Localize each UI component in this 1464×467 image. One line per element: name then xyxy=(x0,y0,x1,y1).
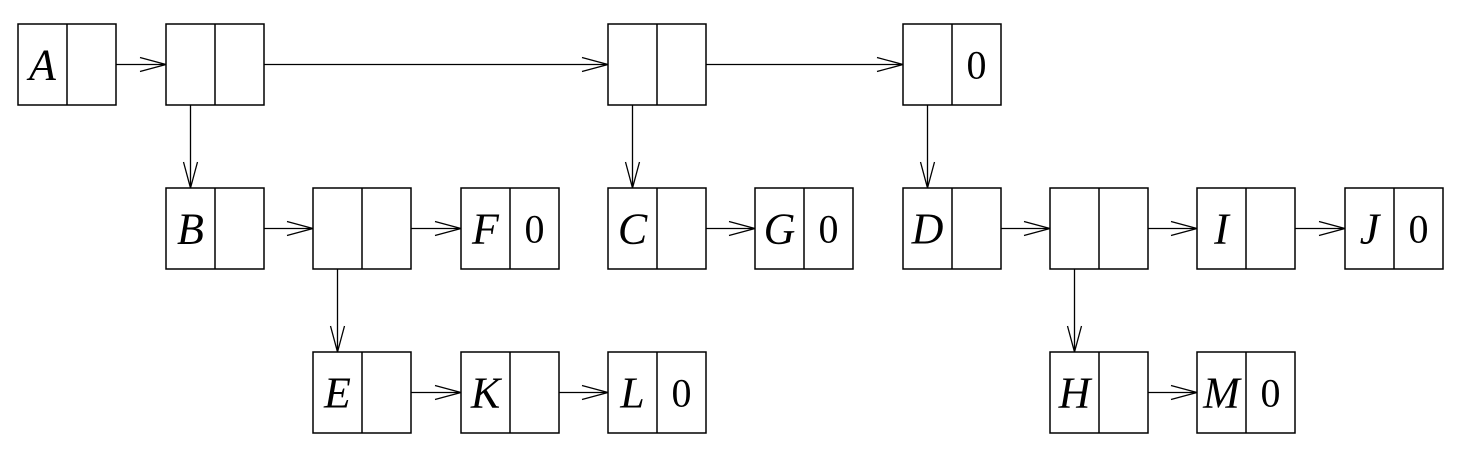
arrow-path xyxy=(681,56,906,73)
null-pointer: 0 xyxy=(819,207,839,252)
list-node-k: K xyxy=(460,351,560,434)
list-node-e: E xyxy=(312,351,412,434)
list-node-n5 xyxy=(1049,187,1149,270)
node-label: J xyxy=(1360,205,1382,254)
null-pointer: 0 xyxy=(672,371,692,416)
node-label: A xyxy=(26,41,57,90)
null-pointer: 0 xyxy=(1409,207,1429,252)
node-label: C xyxy=(618,205,648,254)
node-label: K xyxy=(470,369,503,418)
node-label: F xyxy=(471,205,500,254)
node-label: B xyxy=(177,205,204,254)
edge-layer xyxy=(91,56,1348,401)
arrow-path xyxy=(239,56,611,73)
list-node-d: D xyxy=(902,187,1002,270)
list-node-c: C xyxy=(607,187,707,270)
list-node-a: A xyxy=(17,23,117,106)
pointer-arrow xyxy=(239,56,611,73)
node-label: G xyxy=(764,205,796,254)
list-node-n4 xyxy=(312,187,412,270)
list-node-i: I xyxy=(1196,187,1296,270)
node-label: D xyxy=(911,205,944,254)
list-node-h: H xyxy=(1049,351,1149,434)
list-node-n1 xyxy=(165,23,265,106)
node-label: H xyxy=(1058,369,1093,418)
node-label: I xyxy=(1213,205,1231,254)
list-node-b: B xyxy=(165,187,265,270)
list-node-n2 xyxy=(607,23,707,106)
null-pointer: 0 xyxy=(525,207,545,252)
list-node-n3: 0 xyxy=(902,23,1002,106)
null-pointer: 0 xyxy=(1261,371,1281,416)
node-label: M xyxy=(1202,369,1242,418)
null-pointer: 0 xyxy=(967,43,987,88)
node-label: E xyxy=(323,369,351,418)
pointer-arrow xyxy=(681,56,906,73)
node-label: L xyxy=(619,369,644,418)
